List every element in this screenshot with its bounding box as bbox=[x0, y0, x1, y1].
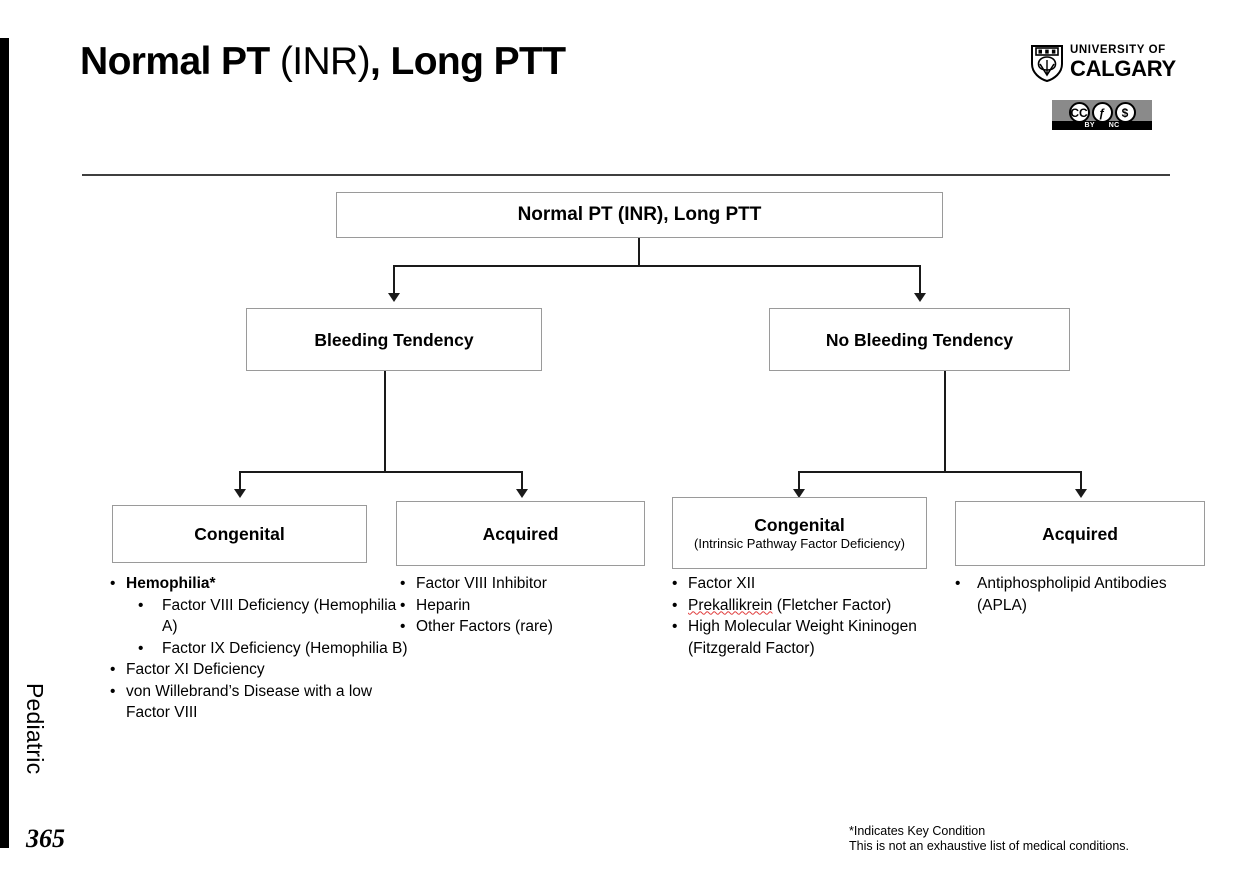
section-label: Pediatric bbox=[22, 683, 48, 775]
node-root-title: Normal PT (INR), Long PTT bbox=[517, 204, 762, 225]
footnote-block: *Indicates Key Condition This is not an … bbox=[849, 824, 1179, 854]
list-item: • High Molecular Weight Kininogen (Fitzge… bbox=[672, 616, 922, 659]
node-no-bleeding-tendency: No Bleeding Tendency bbox=[769, 308, 1070, 371]
node-no-bleeding-tendency-title: No Bleeding Tendency bbox=[825, 329, 1014, 350]
node-congenital-no-bleeding-title: Congenital bbox=[754, 515, 845, 535]
list-item: • Heparin bbox=[400, 595, 650, 617]
page-title-part-1: Normal PT bbox=[80, 40, 280, 83]
list-item: • Other Factors (rare) bbox=[400, 616, 650, 638]
university-name-line2: CALGARY bbox=[1070, 56, 1176, 81]
list-item: • von Willebrand’s Disease with a low Fac… bbox=[110, 681, 410, 724]
list-item-label: Factor VIII Deficiency (Hemophilia A) bbox=[162, 596, 397, 636]
list-acquired-bleeding: • Factor VIII Inhibitor • Heparin • Other Fac… bbox=[400, 573, 650, 638]
connector-root-to-bleeding bbox=[393, 265, 395, 293]
cc-label-nc: NC bbox=[1108, 122, 1120, 129]
arrow-to-acquired-bleeding bbox=[516, 489, 528, 498]
connector-bleeding-stem bbox=[384, 371, 386, 472]
list-item-label: Heparin bbox=[416, 596, 471, 614]
list-item: • Antiphospholipid Antibodies (APLA) bbox=[955, 573, 1205, 616]
connector-nobleeding-span bbox=[798, 471, 1081, 473]
shield-crest-icon bbox=[1031, 45, 1063, 82]
bullet-point-icon: • bbox=[400, 618, 406, 635]
bullet-point-icon: • bbox=[110, 682, 116, 700]
connector-bleeding-to-congenital bbox=[239, 471, 241, 490]
bullet-point-icon: • bbox=[400, 575, 406, 592]
university-logo: UNIVERSITY OF CALGARY bbox=[1030, 44, 1180, 82]
node-acquired-bleeding-title: Acquired bbox=[482, 523, 559, 544]
list-item-label: Factor IX Deficiency (Hemophilia B) bbox=[162, 639, 408, 657]
creative-commons-badge: CC ƒ $ BY NC bbox=[1052, 100, 1152, 130]
university-name-line1: UNIVERSITY OF bbox=[1070, 44, 1166, 56]
bullet-point-icon: • bbox=[672, 596, 678, 614]
page-title-part-2: (INR) bbox=[279, 40, 371, 83]
node-congenital-no-bleeding: Congenital (Intrinsic Pathway Factor Def… bbox=[672, 497, 927, 569]
list-item: • Factor VIII Inhibitor bbox=[400, 573, 650, 595]
arrow-to-congenital-bleeding bbox=[234, 489, 246, 498]
connector-nobleeding-to-congenital bbox=[798, 471, 800, 490]
bullet-point-icon: • bbox=[955, 575, 961, 592]
list-item-label: Hemophilia* bbox=[126, 575, 216, 592]
bullet-point-icon: • bbox=[110, 575, 116, 592]
list-item-label: von Willebrand’s Disease with a low Fact… bbox=[126, 682, 373, 722]
node-congenital-no-bleeding-subtitle: (Intrinsic Pathway Factor Deficiency) bbox=[694, 536, 905, 551]
cc-nc-icon: $ bbox=[1114, 102, 1136, 123]
list-item: • Factor IX Deficiency (Hemophilia B) bbox=[110, 638, 410, 660]
list-item-label: High Molecular Weight Kininogen (Fitzger… bbox=[688, 618, 917, 657]
list-item: • Factor XI Deficiency bbox=[110, 659, 410, 681]
cc-label-bar: BY NC bbox=[1052, 121, 1152, 130]
connector-nobleeding-stem bbox=[944, 371, 946, 472]
connector-root-stem bbox=[638, 238, 640, 266]
bullet-point-icon: • bbox=[138, 596, 144, 614]
node-bleeding-tendency: Bleeding Tendency bbox=[246, 308, 542, 371]
list-item-label: Factor XI Deficiency bbox=[126, 661, 265, 678]
node-acquired-bleeding: Acquired bbox=[396, 501, 645, 566]
arrow-to-congenital-nobleeding bbox=[793, 489, 805, 498]
page-title: Normal PT (INR), Long PTT bbox=[80, 38, 566, 86]
arrow-to-bleeding bbox=[388, 293, 400, 302]
left-edge-bar bbox=[0, 38, 9, 848]
bullet-point-icon: • bbox=[672, 575, 678, 592]
spellcheck-underline: Prekallikrein bbox=[688, 596, 773, 614]
bullet-point-icon: • bbox=[400, 596, 406, 614]
node-root: Normal PT (INR), Long PTT bbox=[336, 192, 943, 238]
node-congenital-bleeding-title: Congenital bbox=[194, 524, 285, 544]
connector-nobleeding-to-acquired bbox=[1080, 471, 1082, 490]
university-wordmark: UNIVERSITY OF CALGARY bbox=[1070, 44, 1182, 81]
footnote-line-2: This is not an exhaustive list of medica… bbox=[849, 839, 1129, 853]
page-title-part-3: , Long PTT bbox=[370, 40, 566, 83]
connector-bleeding-to-acquired bbox=[521, 471, 523, 490]
connector-root-to-nobleeding bbox=[919, 265, 921, 293]
header-divider bbox=[82, 174, 1170, 176]
footnote-line-1: *Indicates Key Condition bbox=[849, 824, 986, 838]
list-item-label: Antiphospholipid Antibodies (APLA) bbox=[977, 575, 1167, 614]
list-item-label: Factor XII bbox=[688, 575, 756, 592]
cc-by-icon: ƒ bbox=[1091, 102, 1113, 123]
connector-bleeding-span bbox=[239, 471, 522, 473]
connector-root-span bbox=[393, 265, 920, 267]
bullet-point-icon: • bbox=[138, 639, 144, 657]
list-acquired-no-bleeding: • Antiphospholipid Antibodies (APLA) bbox=[955, 573, 1205, 616]
list-item: •Factor VIII Deficiency (Hemophilia A) bbox=[110, 595, 410, 638]
cc-label-by: BY bbox=[1084, 122, 1095, 129]
arrow-to-acquired-nobleeding bbox=[1075, 489, 1087, 498]
list-congenital-bleeding: •Hemophilia*•Factor VIII Deficiency (Hem… bbox=[110, 573, 410, 724]
node-acquired-no-bleeding: Acquired bbox=[955, 501, 1205, 566]
list-item-label: Other Factors (rare) bbox=[416, 618, 553, 635]
list-item: • Hemophilia* bbox=[110, 573, 410, 595]
node-congenital-bleeding: Congenital bbox=[112, 505, 367, 563]
node-acquired-no-bleeding-title: Acquired bbox=[1042, 523, 1118, 544]
page-number: 365 bbox=[26, 824, 65, 853]
list-congenital-no-bleeding: • Factor XII • Prekallikrein (Fletcher Fact… bbox=[672, 573, 922, 659]
node-bleeding-tendency-title: Bleeding Tendency bbox=[314, 329, 474, 350]
list-item: • Prekallikrein (Fletcher Factor) bbox=[672, 595, 922, 617]
bullet-point-icon: • bbox=[672, 618, 678, 635]
cc-icon-group: CC ƒ $ bbox=[1068, 100, 1136, 123]
arrow-to-nobleeding bbox=[914, 293, 926, 302]
list-item-label: Factor VIII Inhibitor bbox=[416, 575, 547, 592]
bullet-point-icon: • bbox=[110, 661, 116, 678]
list-item-label: Prekallikrein (Fletcher Factor) bbox=[688, 596, 892, 614]
cc-logo-icon: CC bbox=[1068, 102, 1090, 123]
list-item: • Factor XII bbox=[672, 573, 922, 595]
